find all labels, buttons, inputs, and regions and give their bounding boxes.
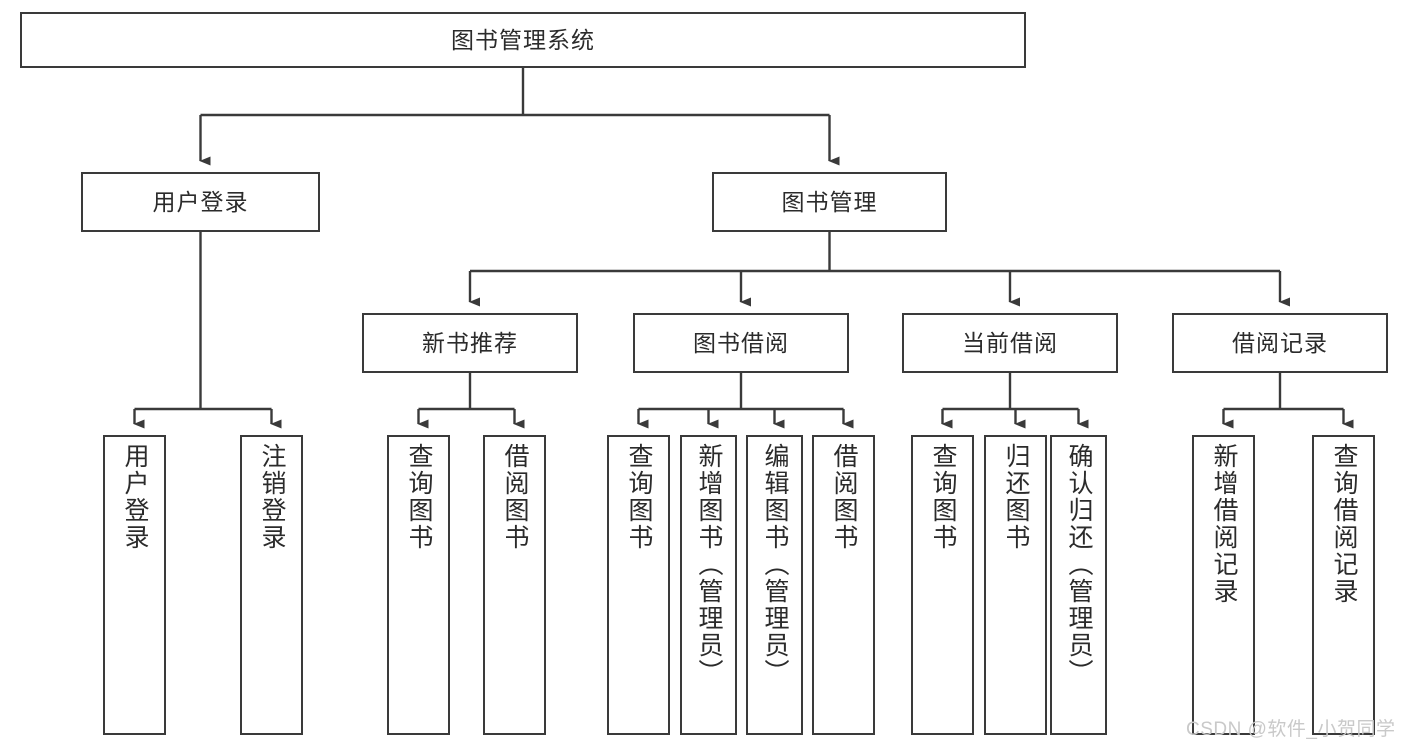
- node-leaf-borrow-book-1[interactable]: 借阅图书: [483, 435, 546, 735]
- node-label: 借阅图书: [501, 443, 529, 551]
- node-label: 图书管理系统: [451, 26, 595, 53]
- node-new-book-rec[interactable]: 新书推荐: [362, 313, 578, 373]
- node-leaf-add-book[interactable]: 新增图书（管理员）: [680, 435, 737, 735]
- node-leaf-query-book-3[interactable]: 查询图书: [911, 435, 974, 735]
- node-label: 确认归还（管理员）: [1065, 443, 1093, 686]
- node-leaf-query-record[interactable]: 查询借阅记录: [1312, 435, 1375, 735]
- node-user-login[interactable]: 用户登录: [81, 172, 320, 232]
- node-label: 用户登录: [152, 188, 249, 215]
- node-label: 借阅记录: [1232, 329, 1328, 356]
- node-label: 新增借阅记录: [1210, 443, 1238, 605]
- node-leaf-logout[interactable]: 注销登录: [240, 435, 303, 735]
- node-label: 查询图书: [929, 443, 957, 551]
- node-label: 图书管理: [781, 188, 878, 215]
- node-leaf-return-book[interactable]: 归还图书: [984, 435, 1047, 735]
- node-leaf-borrow-book-2[interactable]: 借阅图书: [812, 435, 875, 735]
- node-leaf-query-book-2[interactable]: 查询图书: [607, 435, 670, 735]
- node-book-borrow[interactable]: 图书借阅: [633, 313, 849, 373]
- node-label: 当前借阅: [962, 329, 1058, 356]
- node-leaf-edit-book[interactable]: 编辑图书（管理员）: [746, 435, 803, 735]
- node-borrow-record[interactable]: 借阅记录: [1172, 313, 1388, 373]
- node-leaf-query-book-1[interactable]: 查询图书: [387, 435, 450, 735]
- node-label: 新书推荐: [422, 329, 518, 356]
- node-label: 归还图书: [1002, 443, 1030, 551]
- node-book-manage[interactable]: 图书管理: [712, 172, 947, 232]
- node-label: 编辑图书（管理员）: [761, 443, 789, 686]
- node-leaf-confirm-return[interactable]: 确认归还（管理员）: [1050, 435, 1107, 735]
- node-leaf-user-login[interactable]: 用户登录: [103, 435, 166, 735]
- node-label: 图书借阅: [693, 329, 789, 356]
- node-label: 查询图书: [625, 443, 653, 551]
- node-label: 查询借阅记录: [1330, 443, 1358, 605]
- node-current-borrow[interactable]: 当前借阅: [902, 313, 1118, 373]
- node-label: 新增图书（管理员）: [695, 443, 723, 686]
- node-leaf-add-record[interactable]: 新增借阅记录: [1192, 435, 1255, 735]
- node-label: 注销登录: [258, 443, 286, 551]
- node-label: 用户登录: [121, 443, 149, 551]
- node-label: 查询图书: [405, 443, 433, 551]
- connector-lines: [133, 68, 1354, 429]
- node-label: 借阅图书: [830, 443, 858, 551]
- node-root[interactable]: 图书管理系统: [20, 12, 1026, 68]
